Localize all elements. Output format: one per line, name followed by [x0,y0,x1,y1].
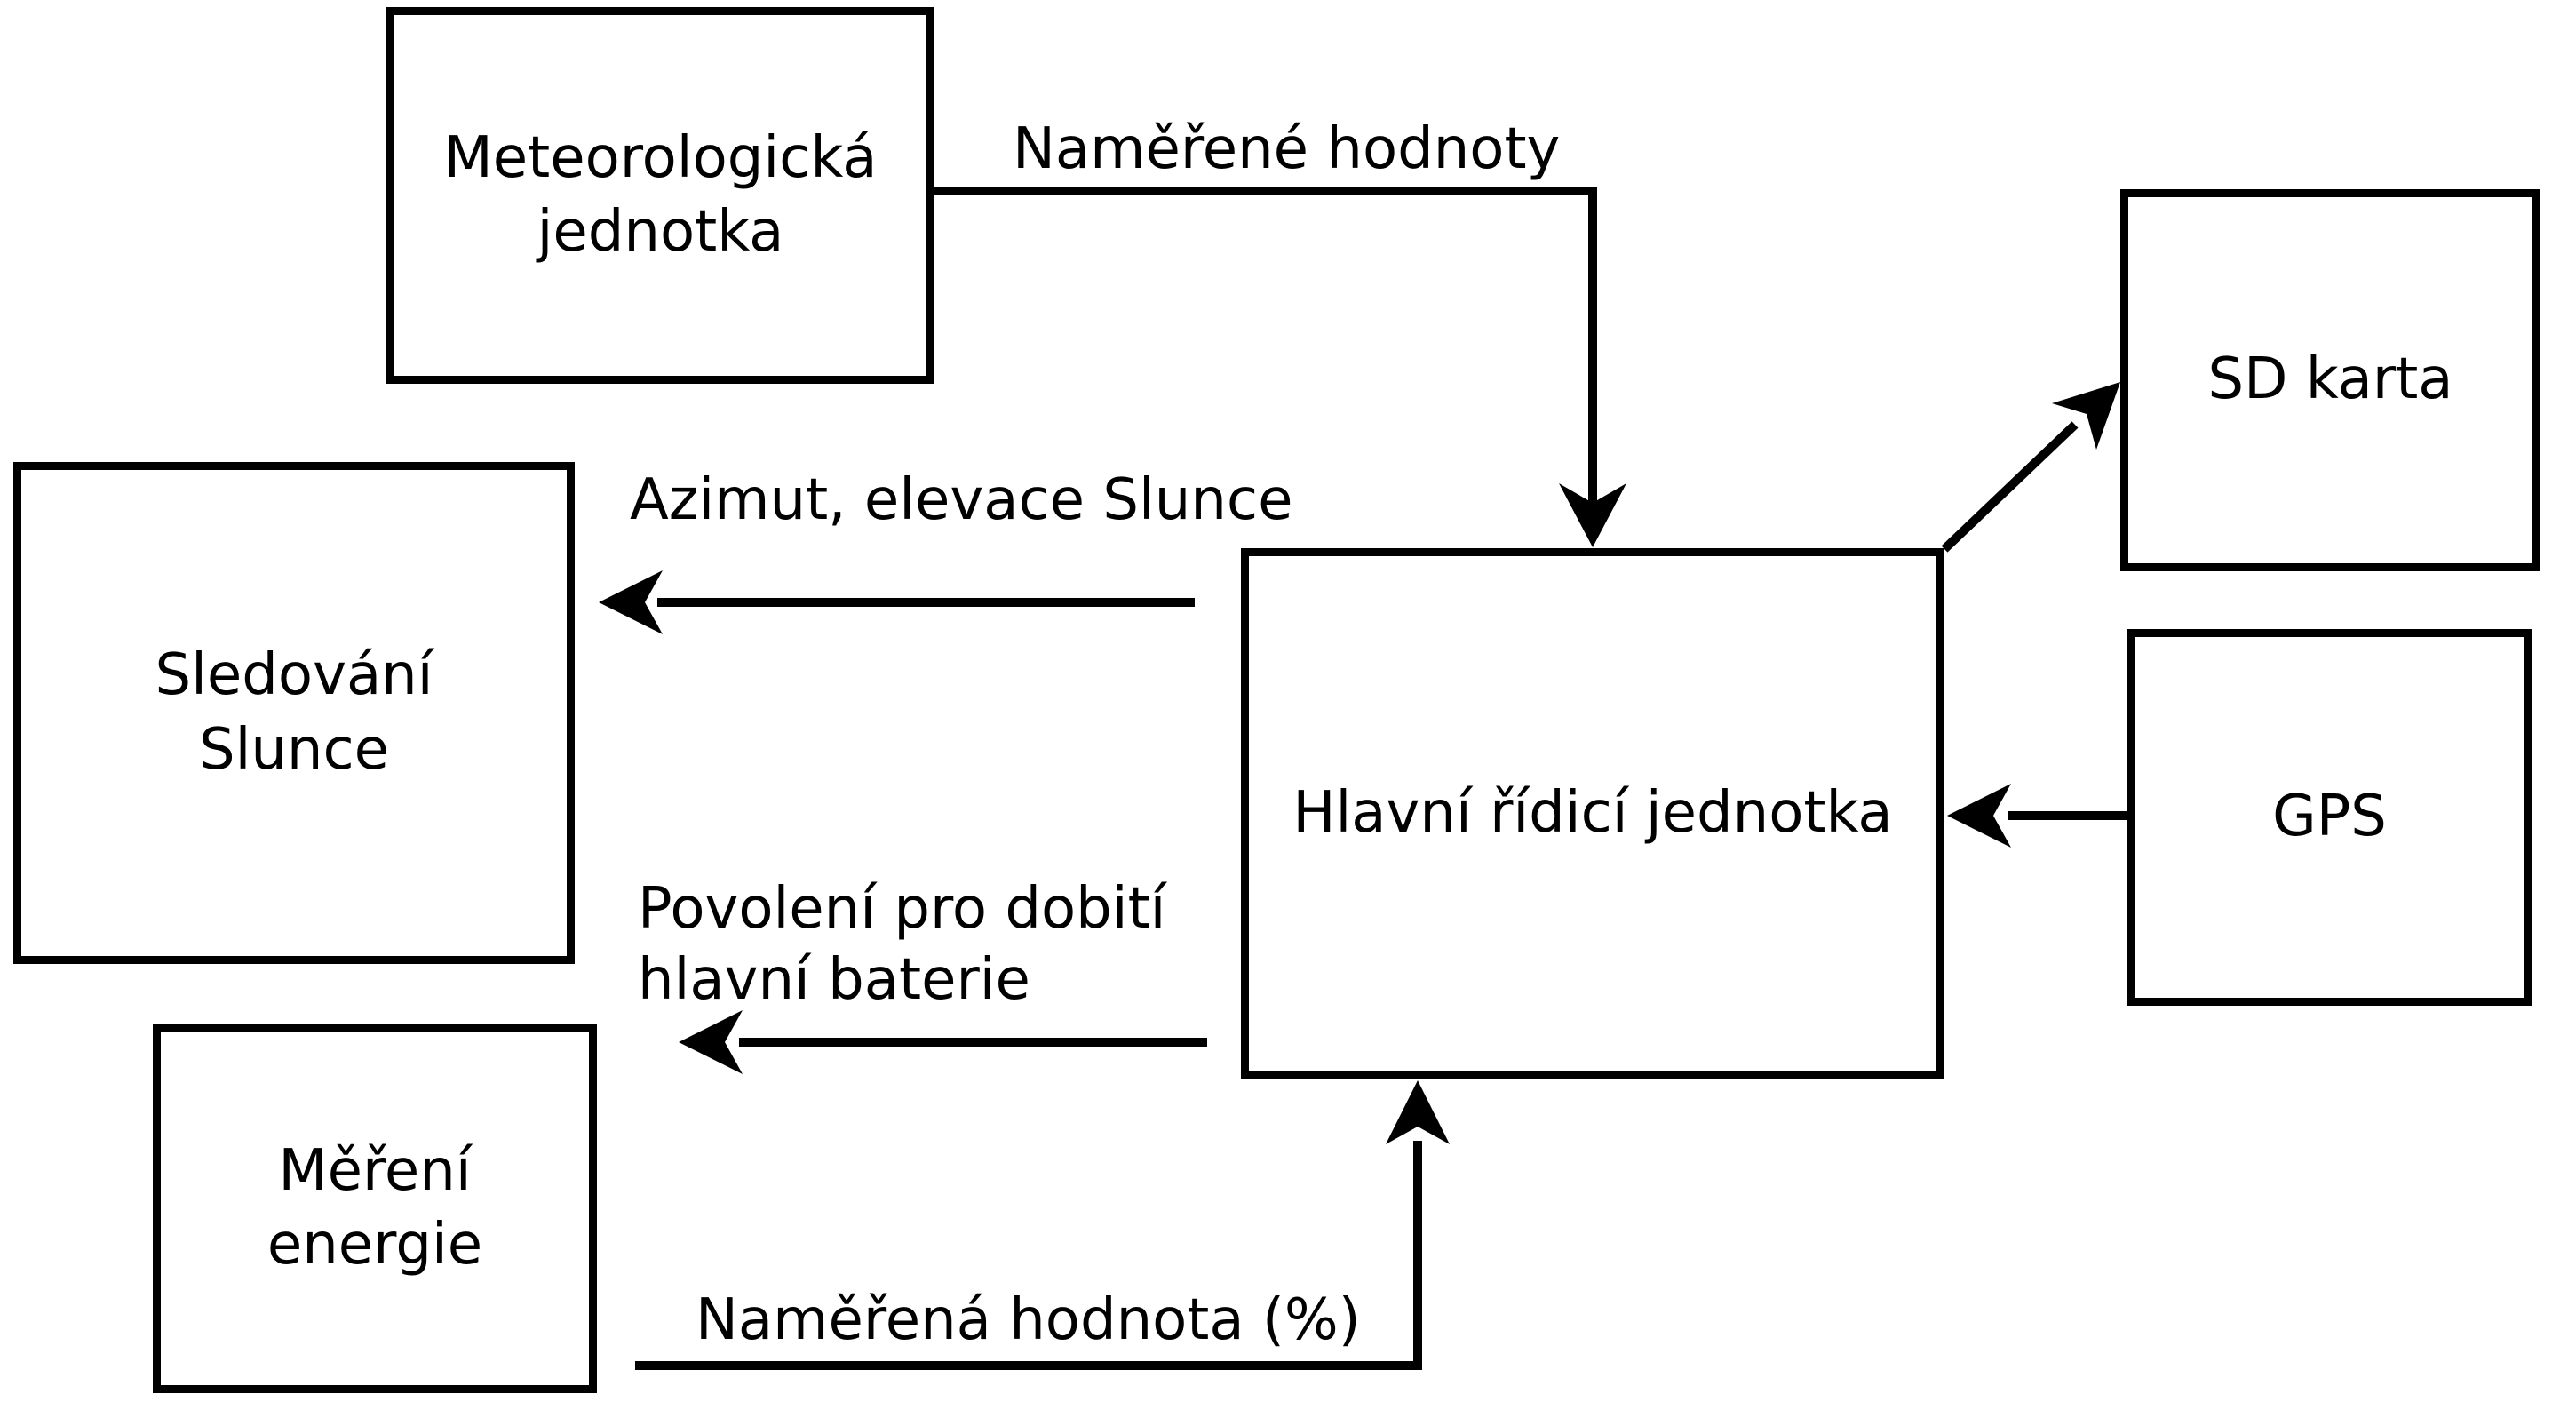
node-meteorologicka-jednotka: Meteorologická jednotka [386,7,934,384]
node-label-line: GPS [2272,784,2387,850]
node-label-line: energie [266,1212,483,1278]
node-label-line: Měření [278,1137,472,1204]
node-sledovani-slunce-label: Sledování Slunce [155,639,433,786]
edge-namerena-hodnota-label: Naměřená hodnota (%) [696,1287,1361,1353]
edge-namerene-hodnoty-line [934,187,1597,506]
node-label-line: SD karta [2207,347,2453,413]
node-mereni-energie-label: Měření energie [267,1135,482,1282]
edge-namerena-hodnota-line [635,1141,1422,1370]
node-sd-karta-label: SD karta [2207,343,2453,417]
node-meteorologicka-jednotka-label: Meteorologická jednotka [444,122,878,269]
edge-label-line: Povolení pro dobití [638,876,1166,942]
edge-azimut-elevace-arrowhead [599,570,663,634]
edge-gps-to-main-arrowhead [1947,784,2011,848]
node-label-line: jednotka [537,199,784,265]
node-mereni-energie: Měření energie [153,1024,597,1393]
node-sd-karta: SD karta [2120,189,2540,571]
edge-namerene-hodnoty-label: Naměřené hodnoty [1013,116,1561,182]
edge-main-to-sd-line [1941,421,2079,553]
node-hlavni-ridici-jednotka-label: Hlavní řídicí jednotka [1292,777,1892,850]
node-sledovani-slunce: Sledování Slunce [13,462,575,964]
node-gps: GPS [2127,629,2532,1006]
edge-namerena-hodnota-arrowhead [1386,1080,1450,1144]
edge-azimut-elevace-label: Azimut, elevace Slunce [630,467,1293,533]
node-label-line: Slunce [198,716,390,783]
node-hlavni-ridici-jednotka: Hlavní řídicí jednotka [1241,548,1944,1079]
edge-povoleni-dobiti-arrowhead [679,1010,743,1074]
edge-namerene-hodnoty-arrowhead [1559,483,1626,547]
node-label-line: Sledování [155,642,433,709]
edge-main-to-sd-arrowhead [2052,382,2120,450]
node-label-line: Hlavní řídicí jednotka [1292,779,1893,846]
edge-label-line: hlavní baterie [638,947,1030,1013]
node-gps-label: GPS [2272,780,2387,854]
node-label-line: Meteorologická [443,124,878,191]
edge-povoleni-dobiti-label: Povolení pro dobití hlavní baterie [638,873,1165,1016]
